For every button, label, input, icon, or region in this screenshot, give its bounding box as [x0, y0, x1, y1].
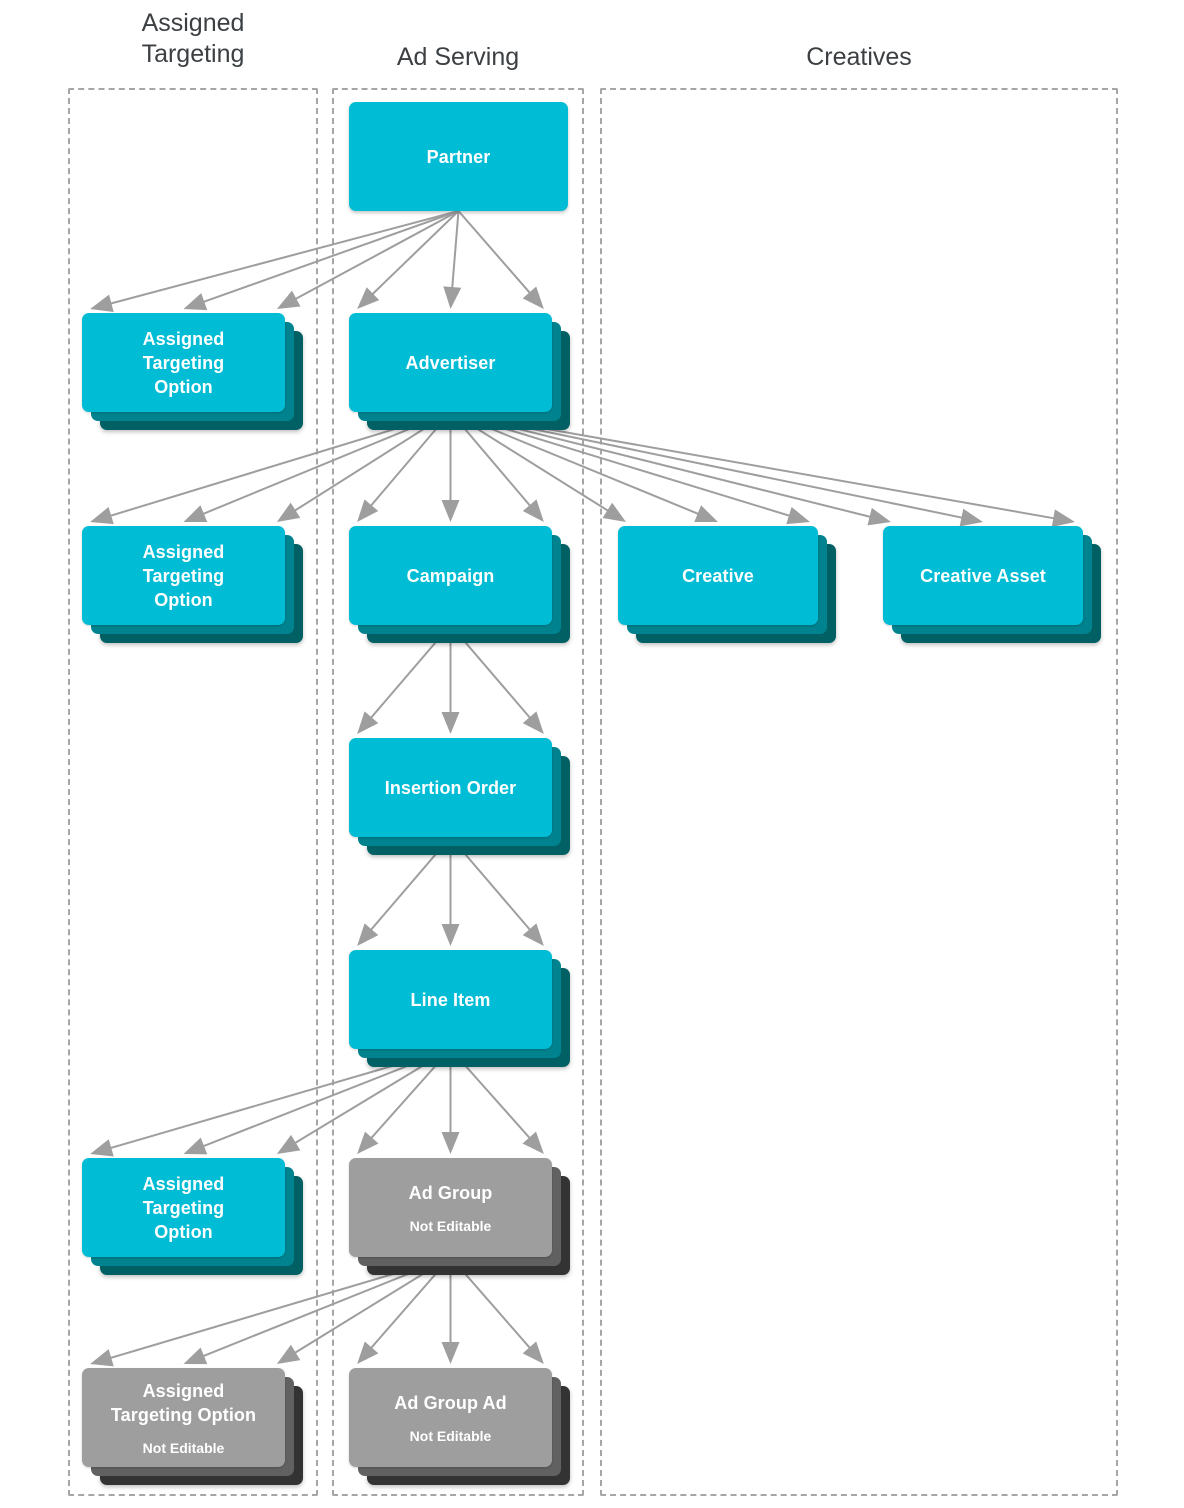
column-header-assigned-targeting: Assigned Targeting [68, 8, 318, 70]
node-ato-lineitem[interactable]: Assigned Targeting Option [82, 1158, 305, 1277]
node-ad-group-ad[interactable]: Ad Group Ad Not Editable [349, 1368, 572, 1487]
node-card[interactable]: Line Item [349, 950, 552, 1049]
node-card[interactable]: Assigned Targeting Option [82, 526, 285, 625]
node-creative-asset[interactable]: Creative Asset [883, 526, 1103, 645]
node-card[interactable]: Partner [349, 102, 568, 211]
column-group-assigned-targeting [68, 88, 318, 1496]
node-title: Advertiser [405, 352, 496, 373]
node-title: Campaign [406, 565, 495, 586]
node-card[interactable]: Creative [618, 526, 818, 625]
node-title: Ad Group Ad [394, 1392, 507, 1413]
node-title: Assigned Targeting Option [110, 1380, 257, 1425]
column-header-ad-serving: Ad Serving [332, 42, 584, 73]
node-card[interactable]: Insertion Order [349, 738, 552, 837]
node-title: Assigned Targeting Option [142, 328, 225, 397]
column-group-ad-serving [332, 88, 584, 1496]
node-title: Creative Asset [920, 565, 1046, 586]
node-title: Partner [426, 146, 491, 167]
node-title: Ad Group [408, 1182, 493, 1203]
node-title: Assigned Targeting Option [142, 1173, 225, 1242]
node-card[interactable]: Assigned Targeting Option [82, 1158, 285, 1257]
node-partner[interactable]: Partner [349, 102, 588, 231]
node-campaign[interactable]: Campaign [349, 526, 572, 645]
node-card[interactable]: Ad Group Ad Not Editable [349, 1368, 552, 1467]
node-title: Line Item [410, 989, 491, 1010]
column-header-label: Creatives [806, 43, 912, 71]
column-header-creatives: Creatives [600, 42, 1118, 73]
node-title: Insertion Order [384, 777, 517, 798]
node-ato-partner[interactable]: Assigned Targeting Option [82, 313, 305, 432]
node-card[interactable]: Campaign [349, 526, 552, 625]
column-header-label: Ad Serving [396, 43, 520, 71]
node-card[interactable]: Advertiser [349, 313, 552, 412]
node-card[interactable]: Creative Asset [883, 526, 1083, 625]
column-group-creatives [600, 88, 1118, 1496]
node-line-item[interactable]: Line Item [349, 950, 572, 1069]
node-creative[interactable]: Creative [618, 526, 838, 645]
node-title: Creative [682, 565, 754, 586]
node-title: Assigned Targeting Option [142, 541, 225, 610]
node-advertiser[interactable]: Advertiser [349, 313, 572, 432]
node-card[interactable]: Assigned Targeting Option [82, 313, 285, 412]
node-sublabel: Not Editable [409, 1427, 492, 1444]
node-sublabel: Not Editable [409, 1217, 492, 1234]
node-sublabel: Not Editable [142, 1439, 225, 1456]
node-ato-advertiser[interactable]: Assigned Targeting Option [82, 526, 305, 645]
column-header-label: Assigned Targeting [141, 9, 245, 68]
node-insertion-order[interactable]: Insertion Order [349, 738, 572, 857]
